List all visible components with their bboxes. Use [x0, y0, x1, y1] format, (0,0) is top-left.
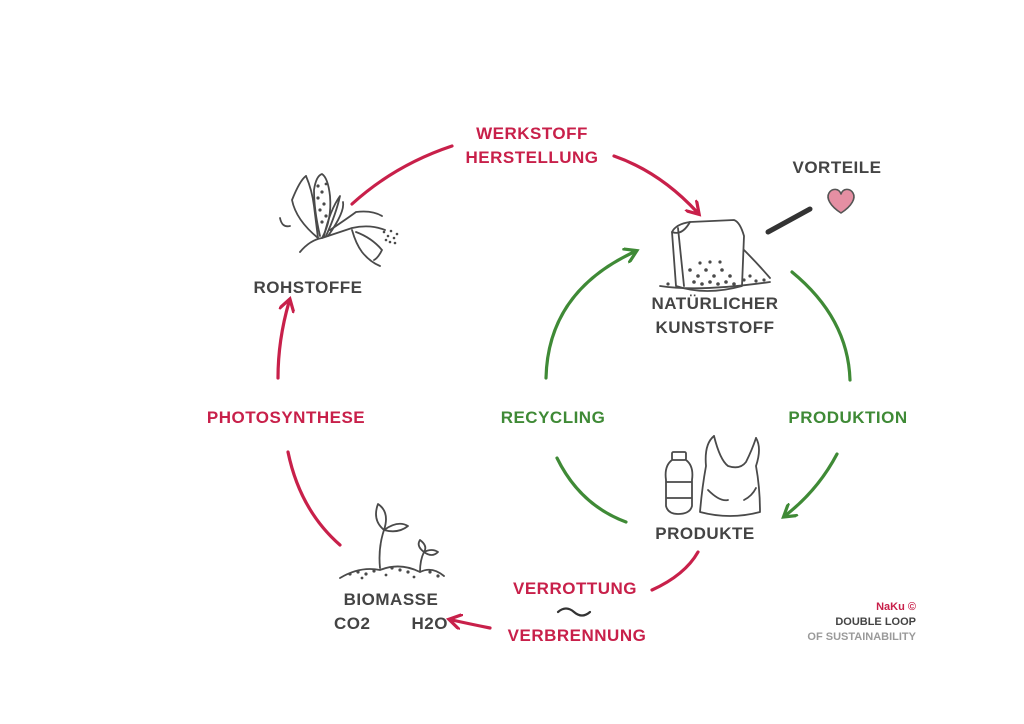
credit-line3: OF SUSTAINABILITY	[807, 631, 916, 643]
label-natuerlicher-line1: NATÜRLICHER	[651, 294, 779, 313]
arrow-photosynthese-to-rohstoffe	[276, 302, 289, 380]
arrow-werkstoff-to-kunststoff	[612, 154, 697, 212]
arrow-recycling-to-kunststoff	[544, 252, 634, 380]
label-recycling: RECYCLING	[500, 408, 606, 427]
label-natuerlicher-line2: KUNSTSTOFF	[655, 318, 775, 337]
tilde-icon	[556, 607, 592, 617]
bottle-icon	[664, 451, 694, 515]
label-biomasse: BIOMASSE CO2 H2O	[326, 588, 456, 636]
arrow-produkte-to-verrottung	[650, 550, 700, 592]
label-vorteile: VORTEILE	[792, 158, 882, 177]
label-photosynthese: PHOTOSYNTHESE	[206, 408, 366, 427]
label-rohstoffe: ROHSTOFFE	[253, 278, 363, 297]
label-werkstoff-line1: WERKSTOFF	[476, 124, 588, 143]
label-werkstoff-line2: HERSTELLUNG	[465, 148, 599, 167]
label-h2o: H2O	[411, 614, 448, 633]
vorteile-connector	[765, 206, 813, 235]
heart-icon	[827, 188, 855, 214]
inner-loop	[544, 252, 852, 524]
arrow-verbrennung-to-biomasse	[452, 620, 492, 628]
label-natuerlicher-kunststoff: NATÜRLICHER KUNSTSTOFF	[630, 292, 800, 340]
arrow-produkte-to-recycling	[555, 456, 628, 524]
label-werkstoff-herstellung: WERKSTOFF HERSTELLUNG	[452, 122, 612, 170]
corn-plant-icon	[279, 173, 399, 267]
outer-loop	[276, 144, 700, 628]
credit-block: NaKu © DOUBLE LOOP OF SUSTAINABILITY	[807, 600, 916, 645]
seedling-icon	[339, 503, 445, 580]
credit-line1: NaKu ©	[876, 601, 916, 613]
arrow-kunststoff-to-produktion	[790, 270, 852, 382]
label-produktion: PRODUKTION	[788, 408, 908, 427]
label-co2: CO2	[334, 614, 371, 633]
credit-line2: DOUBLE LOOP	[835, 616, 916, 628]
label-biomasse-title: BIOMASSE	[343, 590, 439, 609]
arrow-rohstoffe-to-werkstoff	[350, 144, 454, 206]
sack-icon	[659, 219, 771, 292]
label-verbrennung: VERBRENNUNG	[507, 626, 647, 645]
label-produkte: PRODUKTE	[655, 524, 755, 543]
label-verrottung: VERROTTUNG	[513, 579, 637, 598]
arrow-biomasse-to-photosynthese	[286, 450, 342, 547]
arrow-produktion-to-produkte	[786, 452, 839, 515]
bag-icon	[699, 435, 761, 517]
